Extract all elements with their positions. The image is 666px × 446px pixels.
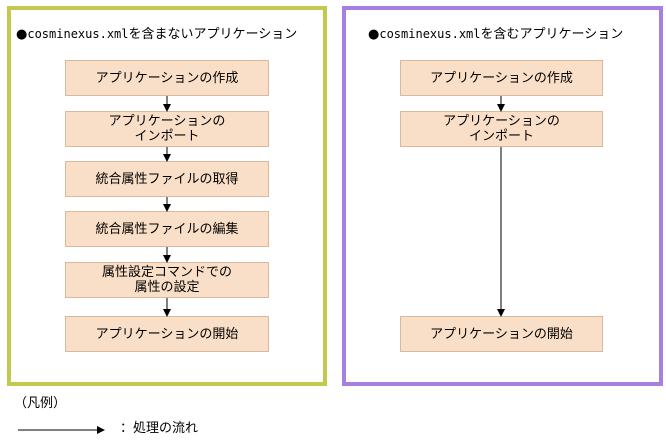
right-panel-title: ●cosminexus.xmlを含むアプリケーション <box>368 26 623 43</box>
left-panel-title-suffix: を含まないアプリケーション <box>128 27 298 42</box>
bullet-icon: ● <box>368 27 380 42</box>
left-step-get-attr-file: 統合属性ファイルの取得 <box>65 161 269 197</box>
left-step-import-app: アプリケーションの インポート <box>65 111 269 147</box>
right-step-start-app: アプリケーションの開始 <box>400 316 603 352</box>
right-step-create-app: アプリケーションの作成 <box>400 60 603 96</box>
legend-title: （凡例） <box>14 396 67 411</box>
left-step-edit-attr-file: 統合属性ファイルの編集 <box>65 211 269 247</box>
legend-arrow-label: ：処理の流れ <box>120 421 199 436</box>
bullet-icon: ● <box>16 27 28 42</box>
left-step-start-app: アプリケーションの開始 <box>65 316 269 352</box>
left-step-set-attributes: 属性設定コマンドでの 属性の設定 <box>65 262 269 298</box>
left-step-create-app: アプリケーションの作成 <box>65 60 269 96</box>
right-panel-filename: cosminexus.xml <box>379 27 481 41</box>
right-panel-title-suffix: を含むアプリケーション <box>480 27 624 42</box>
left-panel-filename: cosminexus.xml <box>27 27 129 41</box>
right-step-import-app: アプリケーションの インポート <box>400 111 603 147</box>
left-panel-title: ●cosminexus.xmlを含まないアプリケーション <box>16 26 297 43</box>
